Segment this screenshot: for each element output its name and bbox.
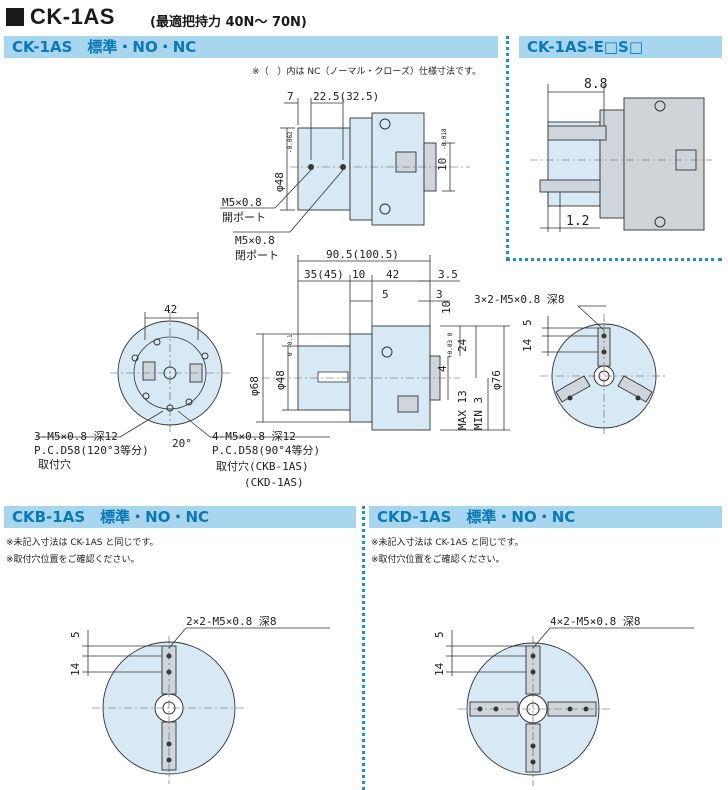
ckb-tap: 2×2-M5×0.8 深8	[186, 615, 276, 628]
section-variant-e-band: CK-1AS-E□S□	[519, 36, 722, 58]
dim-35: 35(45)	[304, 268, 344, 281]
ckd-note-2: ※取付穴位置をご確認ください。	[371, 555, 505, 565]
dim-phi48b-tol: 0 -0.1	[287, 334, 294, 356]
dim-4: 4	[436, 365, 449, 372]
mount-3-tap: 3-M5×0.8 深12	[34, 430, 118, 443]
front-dim-42: 42	[164, 303, 177, 316]
dim-42: 42	[386, 268, 399, 281]
divider-vertical-top	[506, 36, 509, 260]
variant-e-dim-8-8: 8.8	[584, 77, 607, 92]
dim-phi48b: φ48	[274, 370, 287, 390]
ckb-note-1: ※未記入寸法は CK-1AS と同じです。	[6, 538, 159, 548]
dim-min: MIN 3	[472, 397, 485, 430]
ckb-dim-5: 5	[69, 631, 82, 638]
ckd-dim-5: 5	[433, 631, 446, 638]
mount-3-label: 取付穴	[38, 457, 71, 471]
port-open-size: M5×0.8	[222, 196, 262, 209]
dim-24: 24	[456, 338, 469, 352]
mount-4-tap: 4-M5×0.8 深12	[212, 430, 296, 443]
port-close-size: M5×0.8	[235, 234, 275, 247]
dim-10b: 10	[352, 268, 365, 281]
dim-max: MAX 13	[456, 390, 469, 430]
divider-vertical-bottom	[362, 506, 365, 790]
jaw-tap: 3×2-M5×0.8 深8	[474, 293, 564, 306]
ckd-note-1: ※未記入寸法は CK-1AS と同じです。	[371, 538, 524, 548]
dim-7: 7	[287, 90, 294, 103]
dim-10: 10	[436, 158, 449, 171]
dim-phi48-tol: -0.062	[287, 131, 294, 153]
section-ckd-band: CKD-1AS 標準・NO・NC	[369, 506, 722, 528]
dim-3: 3	[436, 288, 443, 301]
ckb-dim-14: 14	[69, 662, 82, 676]
port-close-label: 閉ポート	[235, 249, 279, 262]
dim-4-tol: +0.03 0	[447, 332, 454, 358]
section-main-band: CK-1AS 標準・NO・NC	[4, 36, 498, 58]
page-subtitle: (最適把持力 40N～ 70N)	[150, 15, 307, 30]
title-square-icon	[6, 8, 24, 26]
dim-90-5: 90.5(100.5)	[326, 248, 399, 261]
dim-22-5: 22.5(32.5)	[313, 90, 379, 103]
mount-3-pcd: P.C.D58(120°3等分)	[34, 443, 149, 457]
jaw-dim-14: 14	[521, 338, 534, 352]
divider-horizontal-right	[506, 258, 722, 261]
section-ckb-band: CKB-1AS 標準・NO・NC	[4, 506, 356, 528]
front-dim-20deg: 20°	[172, 437, 192, 450]
dim-phi68: φ68	[248, 376, 261, 396]
mount-4-pcd: P.C.D58(90°4等分)	[212, 443, 320, 457]
dim-phi48: φ48	[273, 172, 286, 192]
nc-note: ※（ ）内は NC（ノーマル・クローズ）仕様寸法です。	[252, 67, 482, 77]
mount-4-label-ckd: (CKD-1AS)	[244, 476, 304, 489]
ckd-dim-14: 14	[433, 662, 446, 676]
dim-5: 5	[382, 288, 389, 301]
mount-4-label: 取付穴(CKB-1AS)	[216, 459, 309, 473]
port-open-label: 開ポート	[222, 211, 266, 224]
ckd-tap: 4×2-M5×0.8 深8	[550, 615, 640, 628]
ckb-note-2: ※取付穴位置をご確認ください。	[6, 555, 140, 565]
dim-10-tol: -0.018	[441, 128, 448, 150]
variant-e-dim-1-2: 1.2	[566, 214, 589, 229]
dim-3-5: 3.5	[438, 268, 458, 281]
dim-10c: 10	[440, 301, 453, 314]
jaw-dim-5: 5	[521, 319, 534, 326]
page-title: CK-1AS	[30, 4, 115, 29]
dim-phi76: φ76	[490, 370, 503, 390]
